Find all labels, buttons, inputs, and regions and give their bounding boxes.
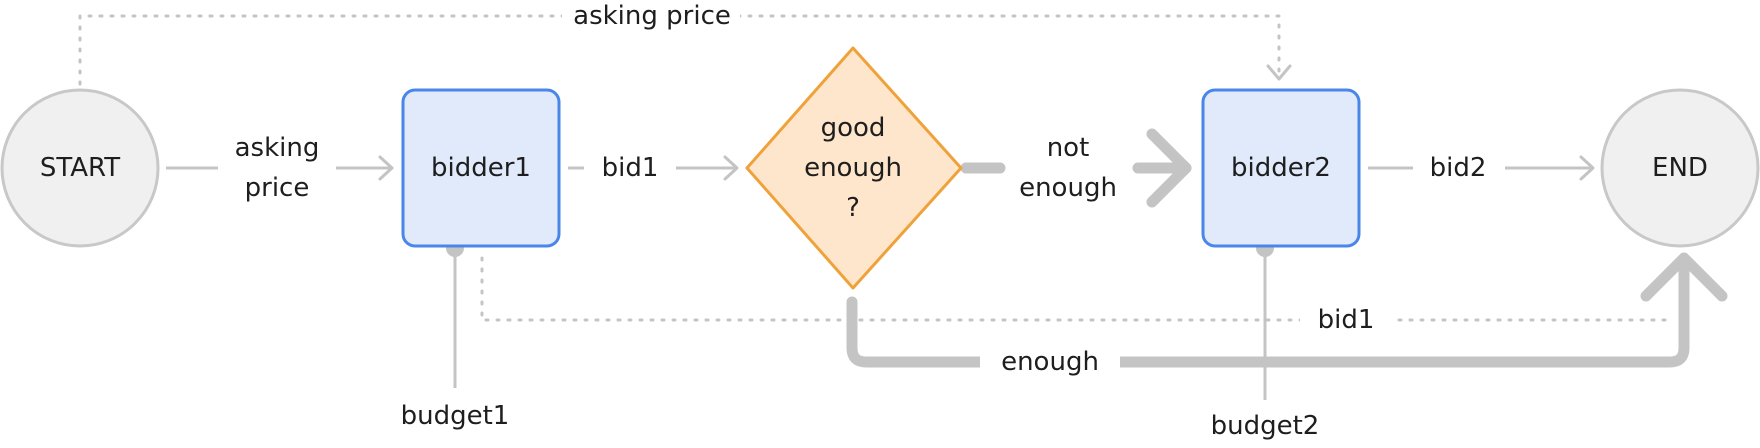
edge-bidder2-to-end bbox=[1368, 155, 1595, 181]
node-decision-label-line1: good bbox=[821, 113, 886, 143]
edge-label-not-line2: enough bbox=[1019, 173, 1117, 203]
edge-label-asking-line1: asking bbox=[235, 133, 320, 163]
stub-label-budget1: budget1 bbox=[401, 401, 510, 431]
edge-label-top-asking-price: asking price bbox=[573, 1, 731, 31]
node-start-label: START bbox=[40, 153, 120, 183]
node-decision-label-line2: enough bbox=[804, 153, 902, 183]
edge-decision-to-bidder2-not-enough bbox=[960, 128, 1192, 208]
edge-label-bid1: bid1 bbox=[602, 153, 659, 183]
node-decision: good enough ? bbox=[745, 46, 963, 290]
edge-bidder1-to-end-bid1 bbox=[480, 256, 1674, 322]
bid1-dotted-label-bg bbox=[1300, 302, 1392, 338]
top-label-bg bbox=[562, 0, 740, 34]
node-bidder2: bidder2 bbox=[1201, 88, 1361, 248]
node-start: START bbox=[0, 88, 160, 248]
edge-label-enough: enough bbox=[1001, 347, 1099, 377]
node-bidder1: bidder1 bbox=[401, 88, 561, 248]
node-end-label: END bbox=[1652, 153, 1708, 183]
edge-label-bid2: bid2 bbox=[1430, 153, 1487, 183]
edge-decision-to-end-enough bbox=[846, 252, 1728, 368]
enough-label-bg bbox=[980, 342, 1120, 382]
edge-bidder1-to-decision bbox=[568, 155, 739, 181]
stub-label-budget2: budget2 bbox=[1211, 411, 1320, 441]
edge-label-asking-line2: price bbox=[245, 173, 310, 203]
edge-label-not-line1: not bbox=[1047, 133, 1090, 163]
stub-budget1 bbox=[446, 239, 464, 388]
node-bidder1-label: bidder1 bbox=[431, 153, 531, 183]
node-bidder2-label: bidder2 bbox=[1231, 153, 1331, 183]
edge-label-bid1-dotted: bid1 bbox=[1318, 305, 1375, 335]
node-end: END bbox=[1600, 88, 1760, 248]
edge-start-to-bidder1 bbox=[166, 155, 394, 181]
node-decision-label-line3: ? bbox=[846, 193, 860, 223]
edge-start-to-bidder2-asking-price bbox=[78, 14, 1292, 86]
